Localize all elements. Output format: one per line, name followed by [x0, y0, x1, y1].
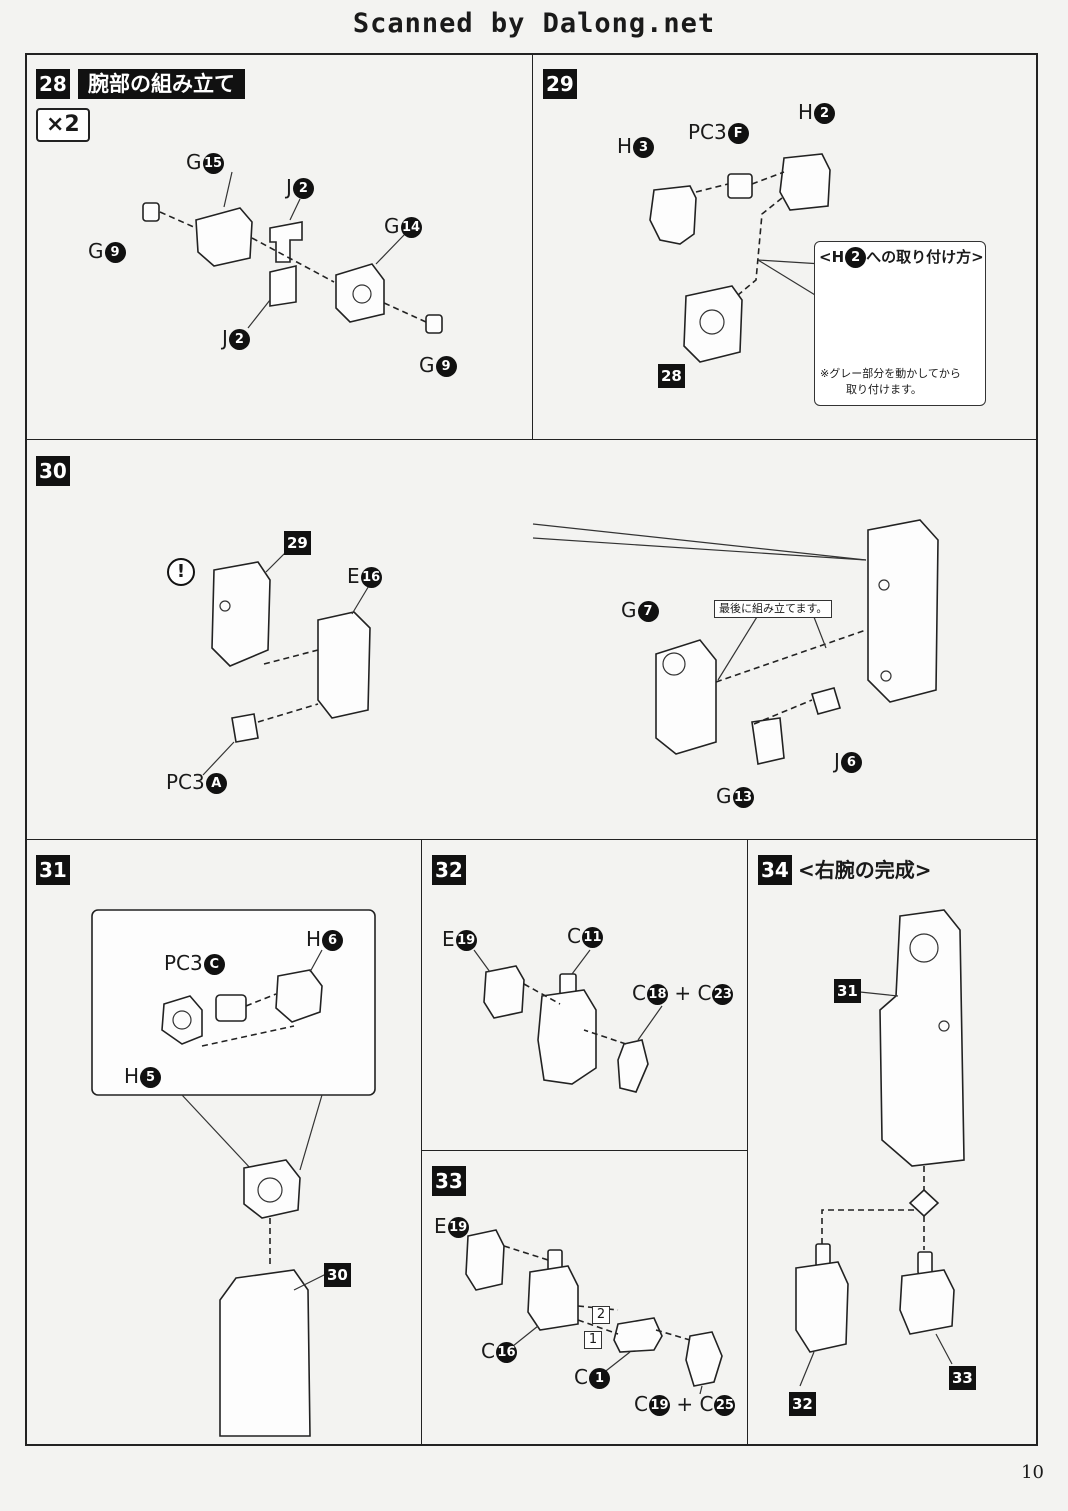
step-ref: 32 [789, 1390, 816, 1416]
step-28-parts [142, 171, 443, 334]
step-ref: 29 [284, 529, 311, 555]
callout-box [814, 241, 986, 406]
step-28-title: 腕部の組み立て [78, 69, 245, 99]
step-28-multiplier: ×2 [36, 108, 90, 142]
callout-note-line-2: 取り付けます。 [846, 383, 922, 396]
step-ref: 28 [658, 362, 685, 388]
step-32-parts [473, 949, 663, 1093]
step-ref: 31 [834, 977, 861, 1003]
page-number: 10 [1021, 1462, 1044, 1483]
panel-step-34 [747, 839, 1038, 1446]
step-31-parts [91, 909, 376, 1437]
step-ref: 33 [949, 1364, 976, 1390]
step-30-number: 30 [36, 456, 70, 486]
step-ref: 30 [324, 1261, 351, 1287]
warning-icon: ! [167, 558, 195, 586]
step-34-title: <右腕の完成> [798, 858, 932, 882]
step-29-number: 29 [543, 69, 577, 99]
step-34-number: 34 [758, 855, 792, 885]
step-31-number: 31 [36, 855, 70, 885]
order-marker: 1 [584, 1324, 602, 1349]
step-30-parts [202, 519, 939, 776]
step-33-parts [465, 1229, 723, 1395]
step-29-parts [649, 153, 839, 363]
assembly-note: 最後に組み立てます。 [714, 600, 833, 618]
scan-credit: Scanned by Dalong.net [352, 8, 716, 39]
step-28-number: 28 [36, 69, 70, 99]
step-32-number: 32 [432, 855, 466, 885]
step-34-parts [795, 909, 965, 1387]
order-marker: 2 [592, 1299, 610, 1324]
step-33-number: 33 [432, 1166, 466, 1196]
callout-note-line-1: ※グレー部分を動かしてから [820, 367, 961, 380]
